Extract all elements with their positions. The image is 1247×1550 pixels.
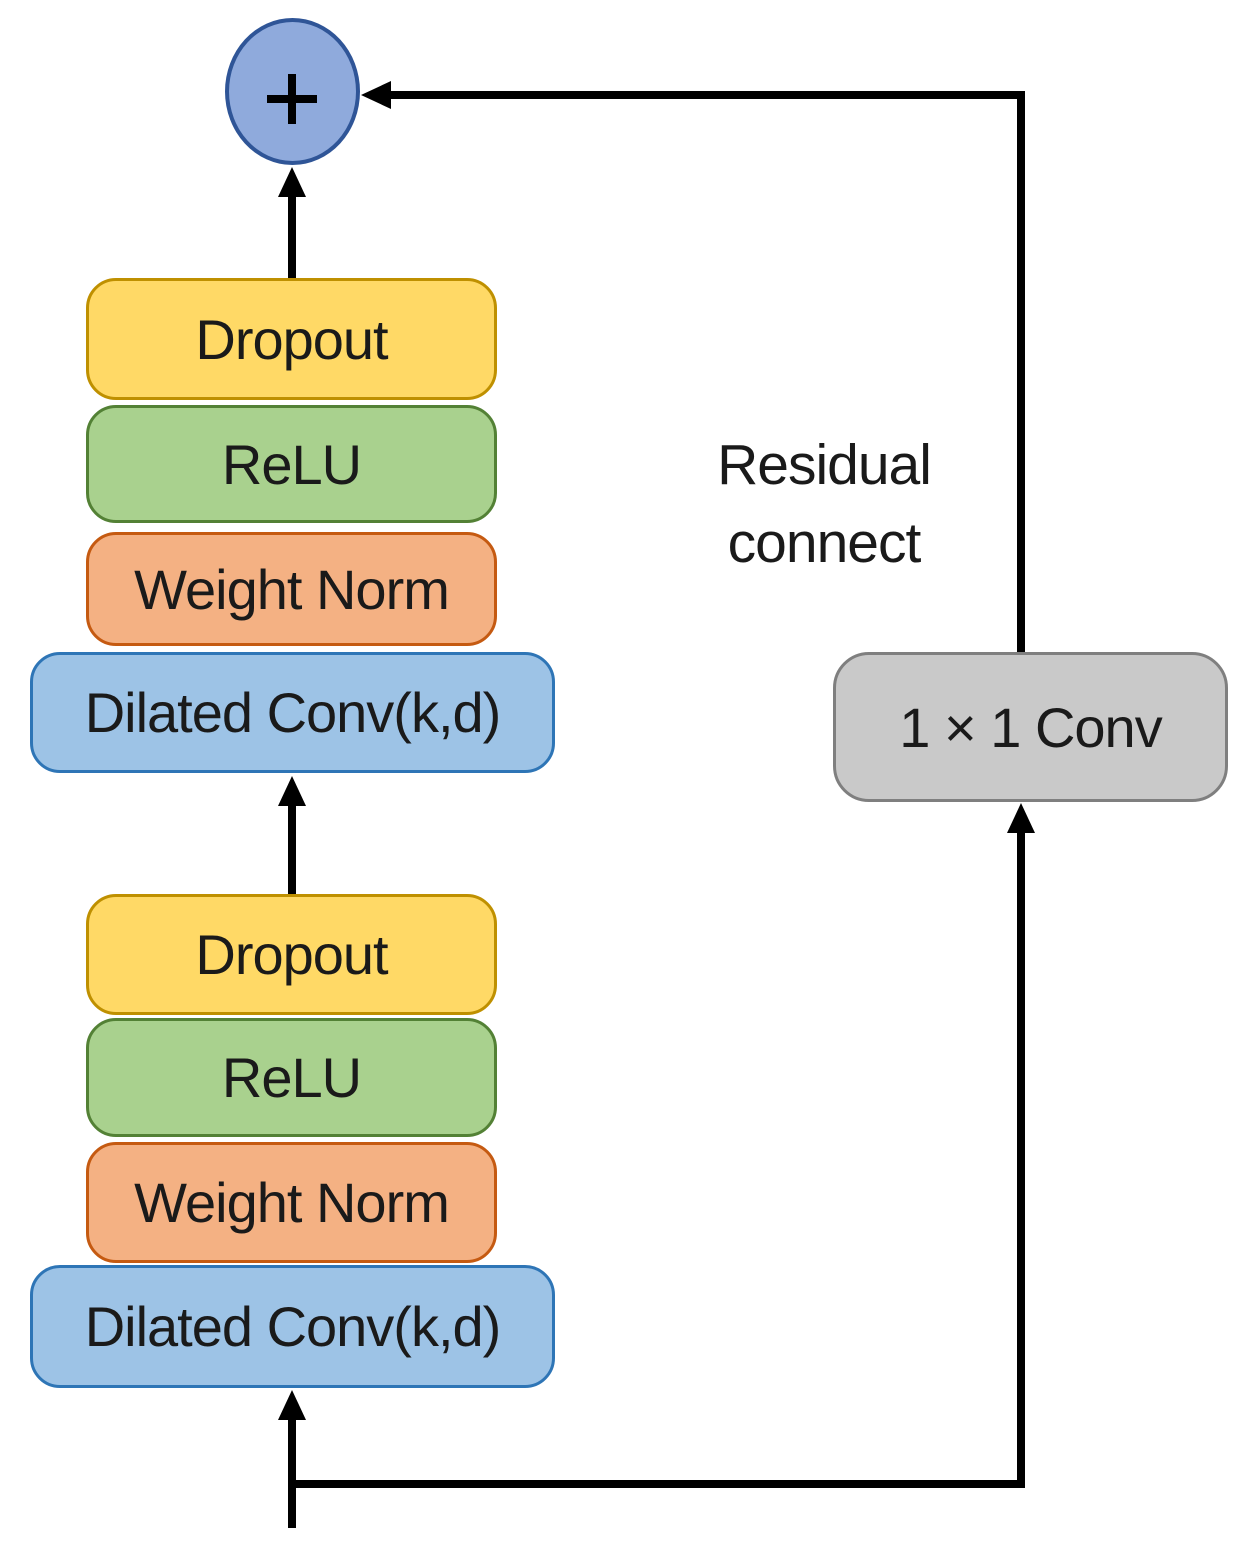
node-dilated-conv-upper: Dilated Conv(k,d) — [30, 652, 555, 773]
node-label: Dropout — [195, 923, 388, 986]
sum-node — [225, 18, 360, 165]
node-label: Weight Norm — [134, 1171, 450, 1234]
node-label: ReLU — [221, 432, 362, 496]
input-arrow — [278, 1390, 306, 1528]
node-conv-1x1: 1 × 1 Conv — [833, 652, 1228, 802]
node-dropout-lower: Dropout — [86, 894, 497, 1015]
node-label: Dropout — [195, 307, 388, 371]
node-dilated-conv-lower: Dilated Conv(k,d) — [30, 1265, 555, 1388]
node-label: Dilated Conv(k,d) — [84, 1295, 502, 1358]
node-relu-lower: ReLU — [86, 1018, 497, 1137]
node-weight-norm-lower: Weight Norm — [86, 1142, 497, 1263]
stack-to-sum-arrow — [278, 167, 306, 278]
node-weight-norm-upper: Weight Norm — [86, 532, 497, 646]
residual-connect-label: Residual connect — [694, 426, 954, 582]
node-label: Weight Norm — [134, 557, 450, 621]
node-relu-upper: ReLU — [86, 405, 497, 523]
residual-connect-line2: connect — [727, 511, 922, 575]
node-label: 1 × 1 Conv — [899, 695, 1162, 759]
node-label: Dilated Conv(k,d) — [84, 681, 502, 744]
stack-to-stack-arrow — [278, 776, 306, 894]
node-dropout-upper: Dropout — [86, 278, 497, 400]
node-label: ReLU — [221, 1046, 362, 1109]
residual-connect-line1: Residual — [717, 433, 932, 497]
